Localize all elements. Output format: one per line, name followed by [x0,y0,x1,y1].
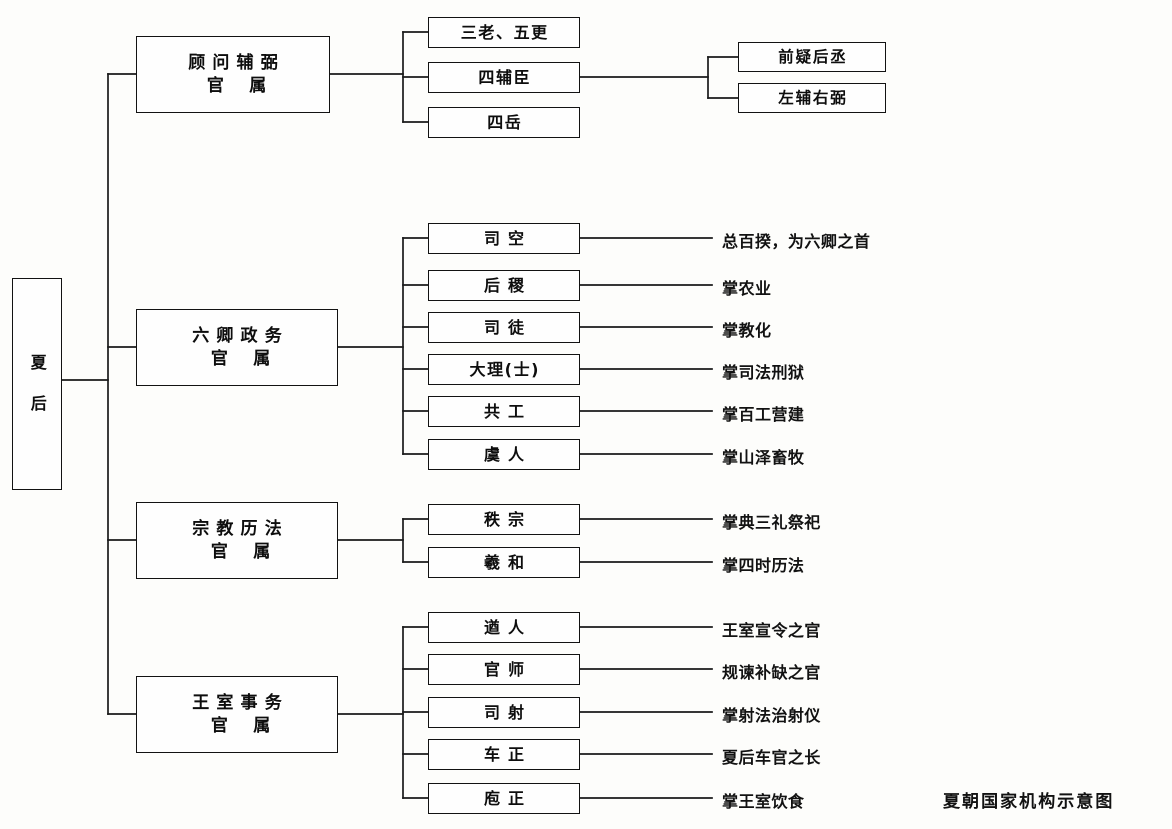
branch-node-advisors[interactable]: 顾问辅弼 官属 [136,36,330,113]
branch-node-religion-calendar-line2: 官属 [210,541,296,562]
branch-node-six-ministers-line2: 官属 [210,348,296,369]
leaf-node-siyue[interactable]: 四岳 [428,107,580,138]
leaf-node-dali-shi[interactable]: 大理(士) [428,354,580,385]
leaf-node-dali-shi-label: 大理(士) [469,359,541,379]
leaf-node-sikong-label: 司空 [483,228,532,248]
leaf-node-zhizong[interactable]: 秩宗 [428,504,580,535]
leaf-node-sishe-label: 司射 [483,702,532,722]
annotation-gonggong: 掌百工营建 [722,405,805,424]
leaf-node-sikong[interactable]: 司空 [428,223,580,254]
leaf-node-siyue-label: 四岳 [487,112,523,132]
leaf-node-guanshi[interactable]: 官师 [428,654,580,685]
subleaf-node-qianyi-houcheng-label: 前疑后丞 [778,47,848,66]
annotation-dali-shi: 掌司法刑狱 [722,363,805,382]
leaf-node-yuren-label: 虞人 [483,444,532,464]
annotation-zhizong: 掌典三礼祭祀 [722,513,821,532]
leaf-node-sifuchen-label: 四辅臣 [478,67,532,87]
leaf-node-paozheng[interactable]: 庖正 [428,783,580,814]
leaf-node-xihe-label: 羲和 [483,552,532,572]
annotation-situ: 掌教化 [722,321,772,340]
branch-node-religion-calendar[interactable]: 宗教历法 官属 [136,502,338,579]
root-node-xia-hou[interactable]: 夏后 [12,278,62,490]
leaf-node-chezheng[interactable]: 车正 [428,739,580,770]
leaf-node-sanlao-wugeng-label: 三老、五更 [460,22,549,42]
leaf-node-situ[interactable]: 司徒 [428,312,580,343]
leaf-node-houji-label: 后稷 [483,275,532,295]
branch-node-royal-household-line2: 官属 [210,715,296,736]
leaf-node-sanlao-wugeng[interactable]: 三老、五更 [428,17,580,48]
leaf-node-zhizong-label: 秩宗 [483,509,532,529]
leaf-node-situ-label: 司徒 [483,317,532,337]
annotation-sishe: 掌射法治射仪 [722,706,821,725]
branch-node-advisors-line2: 官属 [206,75,292,96]
leaf-node-gonggong-label: 共工 [483,401,532,421]
leaf-node-gonggong[interactable]: 共工 [428,396,580,427]
leaf-node-chezheng-label: 车正 [483,744,532,764]
subleaf-node-zuofu-youbi[interactable]: 左辅右弼 [738,83,886,113]
subleaf-node-qianyi-houcheng[interactable]: 前疑后丞 [738,42,886,72]
leaf-node-guanshi-label: 官师 [483,659,532,679]
annotation-guanshi: 规谏补缺之官 [722,663,821,682]
branch-node-six-ministers[interactable]: 六卿政务 官属 [136,309,338,386]
branch-node-royal-household-line1: 王室事务 [192,692,289,713]
branch-node-religion-calendar-line1: 宗教历法 [192,518,289,539]
annotation-yuren: 掌山泽畜牧 [722,448,805,467]
branch-node-royal-household[interactable]: 王室事务 官属 [136,676,338,753]
leaf-node-paozheng-label: 庖正 [483,788,532,808]
annotation-paozheng: 掌王室饮食 [722,792,805,811]
annotation-sikong: 总百揆，为六卿之首 [722,232,871,251]
leaf-node-qiuren-label: 遒人 [483,617,532,637]
diagram-caption: 夏朝国家机构示意图 [943,792,1115,812]
annotation-xihe: 掌四时历法 [722,556,805,575]
subleaf-node-zuofu-youbi-label: 左辅右弼 [778,88,848,107]
root-node-label: 夏后 [27,354,47,436]
leaf-node-sishe[interactable]: 司射 [428,697,580,728]
branch-node-six-ministers-line1: 六卿政务 [192,325,289,346]
leaf-node-yuren[interactable]: 虞人 [428,439,580,470]
annotation-chezheng: 夏后车官之长 [722,748,821,767]
branch-node-advisors-line1: 顾问辅弼 [188,52,285,73]
annotation-houji: 掌农业 [722,279,772,298]
leaf-node-sifuchen[interactable]: 四辅臣 [428,62,580,93]
leaf-node-houji[interactable]: 后稷 [428,270,580,301]
leaf-node-xihe[interactable]: 羲和 [428,547,580,578]
annotation-qiuren: 王室宣令之官 [722,621,821,640]
leaf-node-qiuren[interactable]: 遒人 [428,612,580,643]
